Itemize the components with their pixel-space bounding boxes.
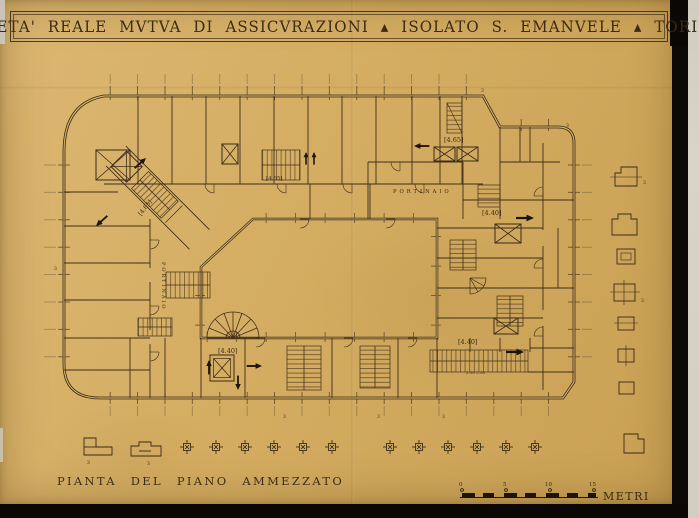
pier-number: 3 (377, 414, 380, 420)
scan-edge-gray-bottom-left (0, 428, 3, 462)
stair-bottom-right-long (429, 349, 529, 373)
label-portinaio-left: PORTINAIO (160, 262, 166, 311)
shaft-boxes (95, 143, 522, 382)
title-box-inner-border: SOCIETA' REALE MVTVA DI ASSICVRAZIONI ▴ … (0, 14, 699, 39)
shaft-top-right-a (433, 146, 456, 162)
scale-tick-5: 5 (503, 482, 507, 488)
shaft-right-mid (494, 223, 522, 244)
paper-fold-vertical (351, 0, 354, 504)
stair-bottom-1 (286, 345, 322, 391)
label-440-bottom-right: [4.40] (458, 338, 478, 346)
stair-left-lower (137, 317, 173, 337)
scale-unit: METRI (603, 490, 650, 503)
drawing-title: SOCIETA' REALE MVTVA DI ASSICVRAZIONI ▴ … (0, 17, 699, 36)
corner-pier-detail-2 (130, 441, 162, 457)
title-box: SOCIETA' REALE MVTVA DI ASSICVRAZIONI ▴ … (0, 11, 699, 42)
diagonal-stair-wing (105, 145, 210, 250)
colonnade-pier-row (83, 437, 543, 457)
elevator-bottom (209, 354, 235, 382)
scan-edge-gray-right (688, 0, 699, 518)
stair-top-center (261, 149, 301, 181)
stair-right-small (477, 184, 501, 208)
pier-number: 3 (566, 123, 569, 129)
stair-right-2 (496, 295, 524, 327)
outer-perimeter-wall (62, 94, 576, 400)
stair-right-1 (449, 239, 477, 271)
drawing-caption: PIANTA DEL PIANO AMMEZZATO (57, 474, 345, 488)
shaft-right-low (493, 317, 519, 335)
pier-section-details (610, 166, 645, 454)
pier-number: 3 (147, 461, 150, 467)
label-440-right: [4.40] (482, 209, 502, 217)
label-465-center: [4.65] (266, 176, 283, 182)
photo-black-edge-bottom (0, 504, 688, 518)
scale-tick-0: 0 (459, 482, 463, 488)
label-portinaio-top: PORTINAIO (393, 189, 452, 195)
pier-number: 3 (54, 266, 57, 272)
pier-number: 3 (442, 414, 445, 420)
label-dimension: 2.50 2.50 (466, 370, 486, 375)
fan-stair-right-small (469, 277, 487, 295)
plan-labels: PORTINAIO PORTINAIO [4.65] [4.65] [4.65]… (54, 88, 646, 467)
pier-number: 3 (87, 460, 90, 466)
scale-tick-15: 15 (589, 482, 596, 488)
pier-number: 3 (643, 180, 646, 186)
scan-edge-gray-top-left (0, 0, 5, 44)
photo-black-edge-right (672, 0, 688, 504)
stair-top-right-corner (446, 102, 463, 134)
shaft-top-center (221, 143, 239, 165)
photo-black-corner-top-right (670, 0, 690, 46)
scale-bar: 0 5 10 15 METRI (459, 482, 650, 503)
label-465-top-right: [4.65] (444, 136, 464, 144)
pier-number: 3 (481, 88, 484, 94)
shaft-top-right-b (456, 146, 479, 162)
scale-tick-10: 10 (545, 482, 552, 488)
lightwell-top-left (95, 149, 131, 181)
staircases (137, 102, 529, 391)
courtyard-wall (199, 217, 439, 340)
paper-stain (40, 400, 220, 510)
corner-pier-detail-1 (83, 437, 113, 456)
pier-number: 3 (283, 414, 286, 420)
pier-number: 3 (641, 298, 644, 304)
fan-stair (206, 311, 260, 339)
stair-left-wing (165, 271, 211, 299)
stair-bottom-2 (359, 345, 391, 389)
label-440-bottom-left: [4.40] (218, 347, 238, 355)
